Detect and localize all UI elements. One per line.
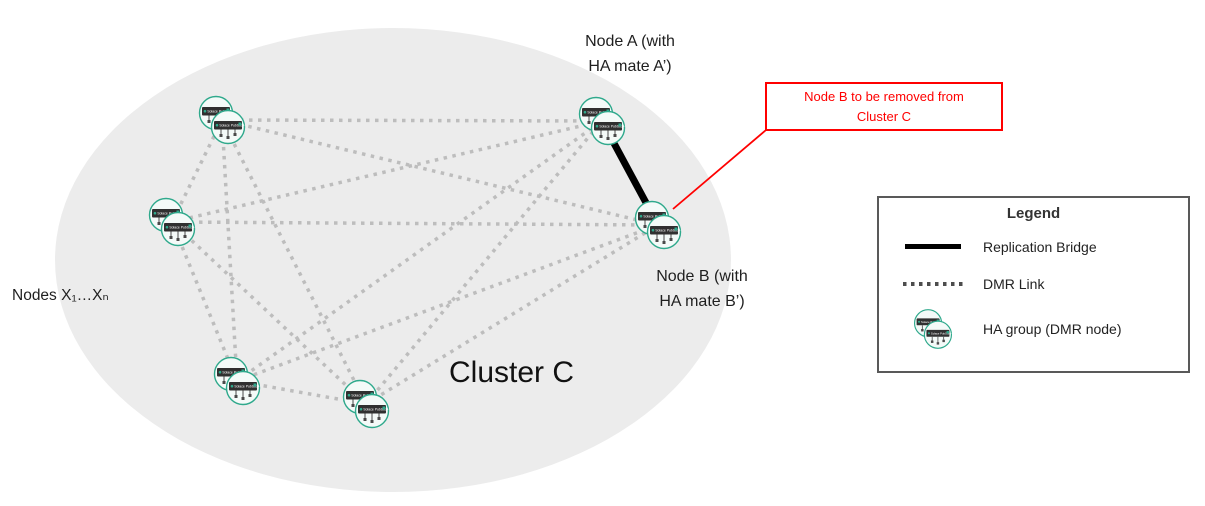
- node-a-label: Node A (with HA mate A’): [585, 33, 675, 75]
- ha-group-swatch: [902, 303, 964, 355]
- dmr-link-x2-nodeA: [171, 119, 603, 224]
- callout-pointer-line: [672, 129, 767, 210]
- dmr-link-x2-nodeB: [171, 220, 659, 227]
- dmr-link-x1-x3: [220, 119, 239, 382]
- legend: Legend Replication Bridge DMR Link HA gr…: [877, 196, 1190, 373]
- nodes-x-range-label: Nodes X₁…Xₙ: [12, 287, 109, 304]
- legend-item-label: Replication Bridge: [983, 238, 1097, 255]
- dmr-links-layer: [170, 118, 659, 406]
- dmr-link-swatch: [903, 281, 963, 286]
- node-b-removal-callout: Node B to be removed from Cluster C: [765, 82, 1003, 131]
- cluster-ellipse: [55, 28, 731, 492]
- dmr-link-x1-nodeA: [221, 118, 603, 123]
- legend-item-dmr-link: DMR Link: [895, 265, 1172, 302]
- dmr-link-x3-nodeA: [235, 119, 604, 383]
- cluster-c-label: Cluster C: [449, 356, 575, 389]
- replication-bridge-swatch: [905, 244, 961, 249]
- legend-item-label: DMR Link: [983, 275, 1045, 292]
- dmr-link-x4-nodeA: [364, 119, 604, 406]
- dmr-link-x1-x2: [170, 119, 224, 223]
- legend-title: Legend: [1006, 205, 1061, 222]
- callout-text: Node B to be removed from Cluster C: [804, 89, 964, 124]
- legend-item-label: HA group (DMR node): [983, 321, 1122, 337]
- dmr-link-x2-x3: [170, 221, 239, 382]
- node-b-label: Node B (with HA mate B’): [656, 268, 748, 310]
- legend-item-ha-group: HA group (DMR node): [895, 302, 1172, 356]
- dmr-link-x4-nodeB: [365, 223, 659, 406]
- dmr-link-x1-nodeB: [221, 118, 659, 227]
- dmr-link-x3-nodeB: [236, 223, 659, 383]
- legend-item-replication-bridge: Replication Bridge: [895, 228, 1172, 265]
